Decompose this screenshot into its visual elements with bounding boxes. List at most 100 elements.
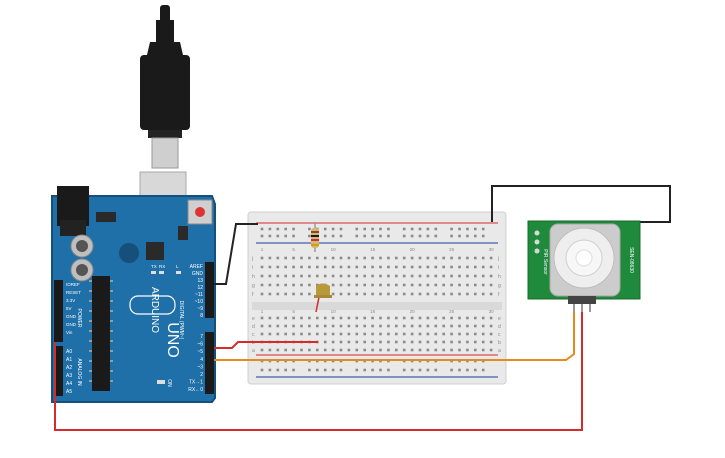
breadboard-hole[interactable] bbox=[331, 265, 335, 269]
breadboard-hole[interactable] bbox=[323, 316, 327, 320]
breadboard-hole[interactable] bbox=[363, 368, 366, 372]
breadboard-hole[interactable] bbox=[387, 234, 390, 238]
breadboard-hole[interactable] bbox=[260, 292, 264, 296]
breadboard-hole[interactable] bbox=[363, 265, 366, 269]
breadboard-hole[interactable] bbox=[268, 227, 272, 231]
breadboard-hole[interactable] bbox=[442, 265, 445, 269]
breadboard-hole[interactable] bbox=[331, 316, 335, 320]
breadboard-hole[interactable] bbox=[363, 292, 366, 296]
breadboard-hole[interactable] bbox=[466, 227, 469, 231]
breadboard-hole[interactable] bbox=[300, 348, 303, 352]
breadboard-hole[interactable] bbox=[387, 332, 390, 336]
breadboard-hole[interactable] bbox=[402, 283, 406, 287]
breadboard-hole[interactable] bbox=[434, 234, 438, 238]
breadboard-hole[interactable] bbox=[292, 332, 295, 336]
breadboard-hole[interactable] bbox=[442, 348, 445, 352]
breadboard-hole[interactable] bbox=[308, 227, 311, 231]
breadboard-hole[interactable] bbox=[292, 324, 295, 328]
breadboard-hole[interactable] bbox=[316, 283, 319, 287]
breadboard-hole[interactable] bbox=[442, 340, 445, 344]
breadboard-hole[interactable] bbox=[292, 316, 295, 320]
breadboard-hole[interactable] bbox=[347, 340, 351, 344]
breadboard-hole[interactable] bbox=[395, 256, 398, 260]
breadboard-hole[interactable] bbox=[442, 274, 445, 278]
breadboard-hole[interactable] bbox=[395, 340, 398, 344]
breadboard-hole[interactable] bbox=[418, 340, 422, 344]
breadboard-hole[interactable] bbox=[402, 227, 406, 231]
breadboard-hole[interactable] bbox=[300, 332, 303, 336]
breadboard-hole[interactable] bbox=[387, 274, 390, 278]
breadboard-hole[interactable] bbox=[331, 274, 335, 278]
breadboard-hole[interactable] bbox=[387, 316, 390, 320]
breadboard-hole[interactable] bbox=[331, 227, 335, 231]
breadboard-hole[interactable] bbox=[363, 348, 366, 352]
breadboard-hole[interactable] bbox=[371, 256, 374, 260]
breadboard-hole[interactable] bbox=[355, 332, 359, 336]
breadboard-hole[interactable] bbox=[268, 265, 272, 269]
breadboard-hole[interactable] bbox=[260, 348, 264, 352]
wire-pin4-orange[interactable] bbox=[214, 310, 575, 361]
breadboard-hole[interactable] bbox=[387, 265, 390, 269]
breadboard-hole[interactable] bbox=[308, 348, 311, 352]
breadboard-hole[interactable] bbox=[323, 274, 327, 278]
breadboard-hole[interactable] bbox=[292, 256, 295, 260]
breadboard-hole[interactable] bbox=[268, 348, 272, 352]
breadboard-hole[interactable] bbox=[402, 348, 406, 352]
breadboard-hole[interactable] bbox=[276, 324, 280, 328]
breadboard-hole[interactable] bbox=[339, 256, 343, 260]
breadboard-hole[interactable] bbox=[339, 324, 343, 328]
breadboard-hole[interactable] bbox=[418, 292, 422, 296]
breadboard-hole[interactable] bbox=[292, 368, 295, 372]
breadboard-hole[interactable] bbox=[347, 265, 351, 269]
breadboard-hole[interactable] bbox=[260, 227, 264, 231]
breadboard-hole[interactable] bbox=[489, 274, 493, 278]
breadboard-hole[interactable] bbox=[316, 316, 319, 320]
breadboard-hole[interactable] bbox=[323, 332, 327, 336]
breadboard-hole[interactable] bbox=[268, 256, 272, 260]
breadboard-hole[interactable] bbox=[426, 234, 430, 238]
breadboard-hole[interactable] bbox=[466, 332, 469, 336]
breadboard-hole[interactable] bbox=[276, 316, 280, 320]
breadboard-hole[interactable] bbox=[474, 265, 477, 269]
breadboard-hole[interactable] bbox=[418, 324, 422, 328]
breadboard-hole[interactable] bbox=[268, 292, 272, 296]
breadboard-hole[interactable] bbox=[379, 292, 382, 296]
breadboard-hole[interactable] bbox=[402, 316, 406, 320]
breadboard-hole[interactable] bbox=[379, 368, 382, 372]
breadboard-hole[interactable] bbox=[347, 274, 351, 278]
breadboard-hole[interactable] bbox=[402, 332, 406, 336]
breadboard-hole[interactable] bbox=[418, 265, 422, 269]
breadboard-hole[interactable] bbox=[458, 316, 461, 320]
breadboard-hole[interactable] bbox=[474, 340, 477, 344]
breadboard-hole[interactable] bbox=[426, 274, 430, 278]
breadboard-hole[interactable] bbox=[379, 332, 382, 336]
breadboard-hole[interactable] bbox=[434, 283, 438, 287]
breadboard-hole[interactable] bbox=[355, 324, 359, 328]
breadboard-hole[interactable] bbox=[339, 332, 343, 336]
breadboard-hole[interactable] bbox=[339, 316, 343, 320]
breadboard-hole[interactable] bbox=[276, 332, 280, 336]
breadboard-hole[interactable] bbox=[466, 265, 469, 269]
breadboard-hole[interactable] bbox=[292, 348, 295, 352]
breadboard-hole[interactable] bbox=[339, 340, 343, 344]
breadboard-hole[interactable] bbox=[481, 340, 485, 344]
breadboard-hole[interactable] bbox=[284, 265, 287, 269]
breadboard-hole[interactable] bbox=[458, 265, 461, 269]
breadboard-hole[interactable] bbox=[466, 340, 469, 344]
breadboard-hole[interactable] bbox=[284, 256, 287, 260]
breadboard-hole[interactable] bbox=[410, 292, 414, 296]
breadboard-hole[interactable] bbox=[284, 348, 287, 352]
breadboard-hole[interactable] bbox=[418, 316, 422, 320]
breadboard-hole[interactable] bbox=[379, 324, 382, 328]
breadboard-hole[interactable] bbox=[268, 274, 272, 278]
breadboard-hole[interactable] bbox=[434, 265, 438, 269]
breadboard-hole[interactable] bbox=[347, 348, 351, 352]
breadboard-hole[interactable] bbox=[331, 234, 335, 238]
breadboard-hole[interactable] bbox=[395, 274, 398, 278]
breadboard-hole[interactable] bbox=[331, 256, 335, 260]
breadboard-hole[interactable] bbox=[371, 340, 374, 344]
breadboard-hole[interactable] bbox=[355, 340, 359, 344]
breadboard-hole[interactable] bbox=[347, 332, 351, 336]
breadboard-hole[interactable] bbox=[339, 348, 343, 352]
breadboard-hole[interactable] bbox=[355, 256, 359, 260]
